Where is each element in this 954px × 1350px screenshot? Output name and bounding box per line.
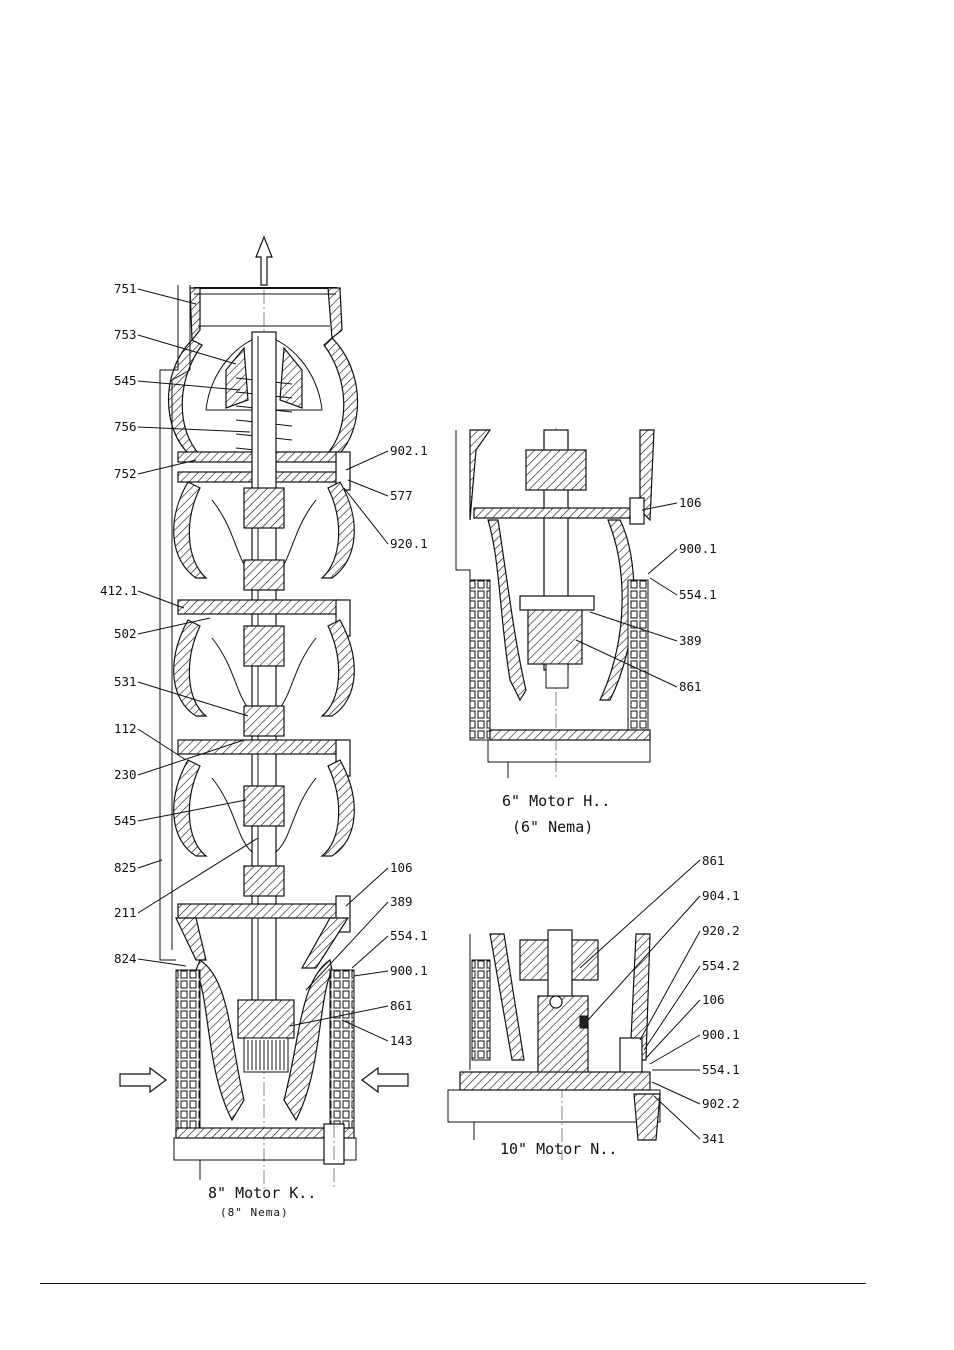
detail-10in-motor bbox=[448, 930, 660, 1160]
label-861-10in: 861 bbox=[702, 853, 725, 868]
label-900-1-6in: 900.1 bbox=[679, 541, 717, 556]
detail-10in-labels: 861 904.1 920.2 554.2 106 900.1 554.1 90… bbox=[580, 853, 740, 1146]
label-106-10in: 106 bbox=[702, 992, 725, 1007]
caption-6in-nema: (6" Nema) bbox=[512, 818, 593, 836]
label-106-main: 106 bbox=[390, 860, 413, 875]
label-902-1: 902.1 bbox=[390, 443, 428, 458]
label-920-2: 920.2 bbox=[702, 923, 740, 938]
label-554-1-6in: 554.1 bbox=[679, 587, 717, 602]
label-341: 341 bbox=[702, 1131, 725, 1146]
label-412-1: 412.1 bbox=[100, 583, 138, 598]
footer-rule bbox=[40, 1283, 866, 1284]
label-751: 751 bbox=[114, 281, 137, 296]
label-861-6in: 861 bbox=[679, 679, 702, 694]
label-752: 752 bbox=[114, 466, 137, 481]
caption-10in-motor: 10" Motor N.. bbox=[500, 1140, 617, 1158]
label-577: 577 bbox=[390, 488, 413, 503]
label-554-1-10in: 554.1 bbox=[702, 1062, 740, 1077]
label-920-1: 920.1 bbox=[390, 536, 428, 551]
label-904-1: 904.1 bbox=[702, 888, 740, 903]
label-211: 211 bbox=[114, 905, 137, 920]
label-545-top: 545 bbox=[114, 373, 137, 388]
caption-8in-nema: (8" Nema) bbox=[220, 1206, 289, 1219]
label-545-bottom: 545 bbox=[114, 813, 137, 828]
label-753: 753 bbox=[114, 327, 137, 342]
label-112: 112 bbox=[114, 721, 137, 736]
label-531: 531 bbox=[114, 674, 137, 689]
label-389-6in: 389 bbox=[679, 633, 702, 648]
caption-8in-motor: 8" Motor K.. bbox=[208, 1184, 316, 1202]
label-143: 143 bbox=[390, 1033, 413, 1048]
label-900-1-10in: 900.1 bbox=[702, 1027, 740, 1042]
detail-6in-motor bbox=[456, 428, 654, 780]
label-230: 230 bbox=[114, 767, 137, 782]
label-756: 756 bbox=[114, 419, 137, 434]
label-554-2: 554.2 bbox=[702, 958, 740, 973]
label-389-main: 389 bbox=[390, 894, 413, 909]
inlet-arrow-right-icon bbox=[362, 1068, 408, 1092]
caption-6in-motor: 6" Motor H.. bbox=[502, 792, 610, 810]
label-502: 502 bbox=[114, 626, 137, 641]
label-902-2: 902.2 bbox=[702, 1096, 740, 1111]
label-106-6in: 106 bbox=[679, 495, 702, 510]
flow-arrow-up-icon bbox=[256, 237, 272, 285]
label-824: 824 bbox=[114, 951, 137, 966]
label-554-1-main: 554.1 bbox=[390, 928, 428, 943]
label-861-main: 861 bbox=[390, 998, 413, 1013]
label-825: 825 bbox=[114, 860, 137, 875]
main-pump-section bbox=[120, 237, 408, 1190]
inlet-arrow-left-icon bbox=[120, 1068, 166, 1092]
label-900-1-main: 900.1 bbox=[390, 963, 428, 978]
